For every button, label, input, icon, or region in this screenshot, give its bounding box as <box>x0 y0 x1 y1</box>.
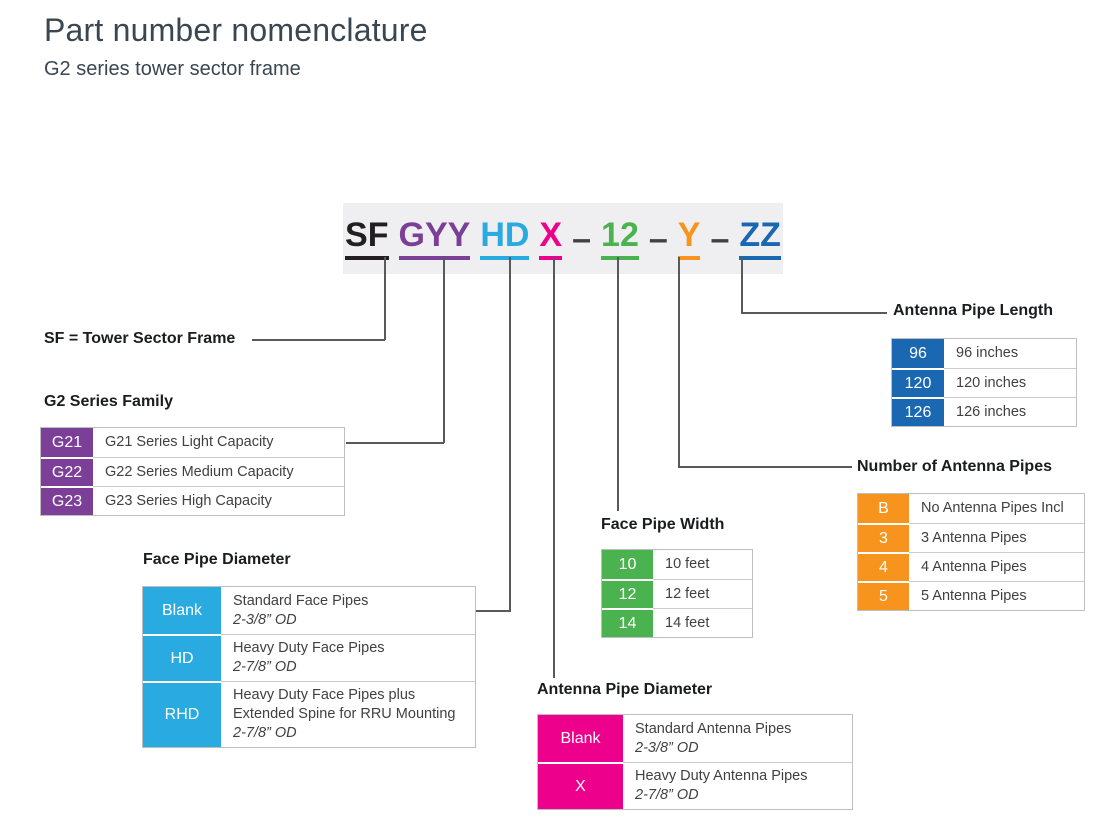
connector-gyy-horizontal <box>346 442 444 444</box>
description-cell: G21 Series Light Capacity <box>105 434 274 450</box>
code-cell: 12 <box>602 579 653 608</box>
description-cell: No Antenna Pipes Incl <box>921 500 1064 516</box>
connector-gyy-vertical <box>443 257 445 443</box>
connector-sf-horizontal <box>252 339 385 341</box>
face-pipe-diameter-label: Face Pipe Diameter <box>143 551 291 568</box>
connector-y-horizontal <box>678 466 852 468</box>
code-cell: 10 <box>602 550 653 579</box>
code-cell: B <box>858 494 909 523</box>
part-number-segment: 12 <box>601 218 639 260</box>
description-cell: 120 inches <box>944 368 1076 397</box>
part-number-segment: GYY <box>398 218 471 260</box>
part-number-segment: – <box>572 219 592 258</box>
part-number-segment: – <box>648 219 668 258</box>
part-number-background <box>343 203 783 274</box>
part-number-segment: – <box>710 219 730 258</box>
connector-hd-horizontal <box>476 610 510 612</box>
code-cell: 3 <box>858 523 909 552</box>
page-title: Part number nomenclature <box>44 12 428 48</box>
description-cell: 12 feet <box>653 579 752 608</box>
code-cell: 126 <box>892 397 944 426</box>
code-cell: G22 <box>41 457 93 486</box>
description-cell: 126 inches <box>944 397 1076 426</box>
g2-series-family-label: G2 Series Family <box>44 393 173 410</box>
connector-y-vertical <box>678 257 680 468</box>
code-cell: Blank <box>538 715 623 762</box>
antenna-pipe-diameter-label: Antenna Pipe Diameter <box>537 681 713 698</box>
sf-definition-label: SF = Tower Sector Frame <box>44 330 236 347</box>
code-cell: Blank <box>143 587 221 634</box>
description-cell: Heavy Duty Face Pipes plus Extended Spin… <box>221 681 475 747</box>
part-number-segment: Y <box>677 218 701 260</box>
description-cell: 5 Antenna Pipes <box>909 581 1084 610</box>
connector-hd-vertical <box>509 257 511 612</box>
description-cell: 3 Antenna Pipes <box>909 523 1084 552</box>
number-of-antenna-pipes-label: Number of Antenna Pipes <box>857 458 1052 475</box>
connector-zz-vertical <box>741 257 743 314</box>
part-number-segment: X <box>539 218 563 260</box>
code-cell: 14 <box>602 608 653 637</box>
code-cell: HD <box>143 634 221 681</box>
table-row: B No Antenna Pipes Incl <box>858 494 1084 523</box>
connector-zz-horizontal <box>741 312 887 314</box>
part-number-segment: HD <box>480 218 530 260</box>
code-cell: 4 <box>858 552 909 581</box>
table-row: 96 96 inches <box>892 339 1076 368</box>
table-row: 10 10 feet <box>602 550 752 579</box>
code-cell: 120 <box>892 368 944 397</box>
table-row: G21 G21 Series Light Capacity <box>41 428 344 457</box>
code-cell: G21 <box>41 428 93 457</box>
antenna-pipe-length-label: Antenna Pipe Length <box>893 302 1053 319</box>
description-cell: 14 feet <box>653 608 752 637</box>
code-cell: X <box>538 762 623 809</box>
description-cell: G23 Series High Capacity <box>93 486 344 515</box>
description-cell: 4 Antenna Pipes <box>909 552 1084 581</box>
connector-x-vertical <box>553 257 555 678</box>
description-cell: G22 Series Medium Capacity <box>93 457 344 486</box>
code-cell: 5 <box>858 581 909 610</box>
connector-sf-vertical <box>384 257 386 340</box>
description-cell: 10 feet <box>665 556 710 572</box>
code-cell: G23 <box>41 486 93 515</box>
face-pipe-width-label: Face Pipe Width <box>601 516 725 533</box>
code-cell: RHD <box>143 681 221 747</box>
connector-12-vertical <box>617 257 619 511</box>
part-number-segment: SF <box>345 218 389 260</box>
part-number-segment: ZZ <box>739 218 781 260</box>
description-cell: 96 inches <box>956 345 1019 361</box>
code-cell: 96 <box>892 339 944 368</box>
page-subtitle: G2 series tower sector frame <box>44 58 301 80</box>
